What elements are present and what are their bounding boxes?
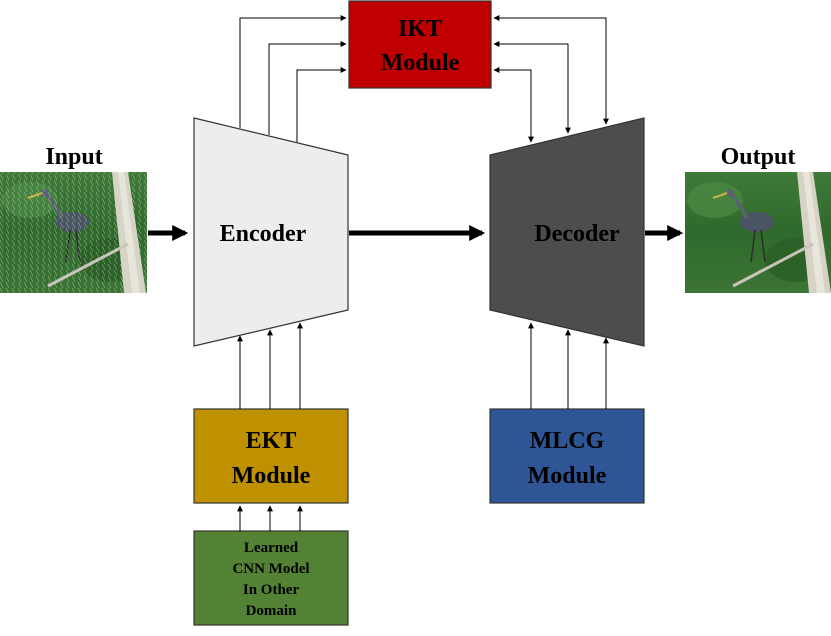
learned-line2: CNN Model xyxy=(232,561,309,577)
decoder-block xyxy=(489,117,645,347)
ikt-to-decoder-arrows xyxy=(493,15,609,143)
ekt-line2: Module xyxy=(232,463,311,489)
learned-line1: Learned xyxy=(244,540,299,556)
encoder-label: Encoder xyxy=(220,221,307,247)
input-label: Input xyxy=(45,144,102,170)
ikt-line1: IKT xyxy=(398,16,442,42)
output-image xyxy=(685,172,831,293)
encoder-to-ikt-arrows xyxy=(239,15,347,142)
learned-to-ekt-arrows xyxy=(237,505,303,531)
learned-cnn-model: Learned CNN Model In Other Domain xyxy=(193,530,349,626)
mlcg-line1: MLCG xyxy=(530,428,605,454)
ekt-module: EKT Module xyxy=(193,408,349,504)
output-label: Output xyxy=(721,144,796,170)
learned-line3: In Other xyxy=(243,582,300,598)
encoder-block xyxy=(193,117,349,347)
mlcg-module: MLCG Module xyxy=(489,408,645,504)
ikt-module: IKT Module xyxy=(348,0,492,89)
ikt-line2: Module xyxy=(381,50,460,76)
ekt-line1: EKT xyxy=(246,428,297,454)
ekt-to-encoder-arrows xyxy=(237,322,303,409)
decoder-label: Decoder xyxy=(534,221,620,247)
input-image xyxy=(0,172,147,293)
learned-line4: Domain xyxy=(246,603,297,619)
mlcg-to-decoder-arrows xyxy=(528,322,609,409)
mlcg-line2: Module xyxy=(528,463,607,489)
